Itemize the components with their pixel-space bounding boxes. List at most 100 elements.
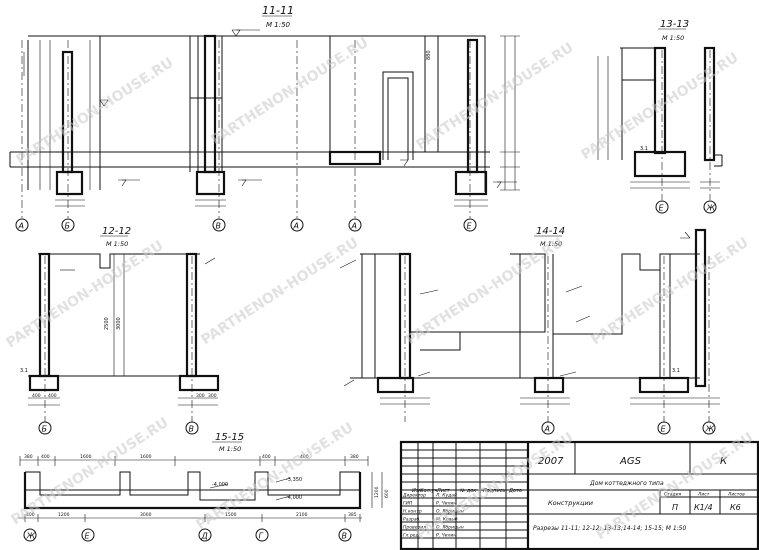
section-12-12: 12-12 М 1:50 2500 3000 3.1 400 400 300 3… <box>20 226 220 435</box>
staff-name: Р. Чилин <box>436 501 456 507</box>
head-stage: Стадия <box>664 492 682 498</box>
section-12-scale: М 1:50 <box>106 240 128 248</box>
staff-role: Гл.ред. <box>403 533 420 539</box>
section-12-title: 12-12 <box>102 226 131 237</box>
sheet-title: Разрезы 11-11; 12-12; 13-13;14-14; 15-15… <box>533 525 686 532</box>
axis-label: В <box>189 425 195 434</box>
staff-name: М. Ковыб <box>436 517 458 523</box>
staff-name: Л. Кудай <box>435 493 457 499</box>
dim-top: 1600 <box>80 454 92 460</box>
axis-label: А <box>293 222 299 231</box>
axis-label: А <box>351 222 357 231</box>
staff-role: Проверил <box>403 525 426 531</box>
col-sign: Подпись <box>483 488 506 494</box>
axis-label: Ж <box>26 532 36 541</box>
stage: П <box>672 503 678 512</box>
axis-label: Е <box>661 425 667 434</box>
sheets-total: К6 <box>730 503 741 512</box>
staff-role: ГИП <box>403 501 413 507</box>
axis-label: Г <box>259 532 264 541</box>
level-15: -4,000 <box>212 482 228 488</box>
head-sheet: Лист <box>697 492 710 498</box>
section-14-scale: М 1:50 <box>540 240 562 248</box>
axis-label: Б <box>65 222 71 231</box>
axis-label: В <box>342 532 348 541</box>
sheet-number: К1/4 <box>694 503 713 512</box>
dim-right: 600 <box>384 489 390 498</box>
axis-label: Д <box>201 532 208 541</box>
level-13: 3.1 <box>640 146 648 152</box>
dim-400: 400 <box>48 393 57 399</box>
staff-name: О. Ябрицын <box>436 525 464 531</box>
dim-2500: 2500 <box>104 317 110 330</box>
staff-role: Директор <box>402 493 426 499</box>
section-14-title: 14-14 <box>536 226 565 237</box>
dim-top: 1600 <box>140 454 152 460</box>
code: К <box>720 456 728 467</box>
watermarks: PARTHENON-HOUSE.RU PARTHENON-HOUSE.RU PA… <box>3 35 756 544</box>
level-12: 3.1 <box>20 368 28 374</box>
watermark: PARTHENON-HOUSE.RU <box>198 235 361 349</box>
col-list: Лист <box>436 488 451 494</box>
watermark: PARTHENON-HOUSE.RU <box>13 55 176 169</box>
dim-bottom: 3000 <box>140 512 152 518</box>
axis-label: В <box>216 222 222 231</box>
dim-bottom: 1500 <box>225 512 237 518</box>
section-15-title: 15-15 <box>215 432 244 443</box>
dim-bottom: 2100 <box>296 512 308 518</box>
level-15: -4,000 <box>286 495 302 501</box>
year: 2007 <box>538 456 564 467</box>
section-15-scale: М 1:50 <box>219 445 241 453</box>
axis-label: Ж <box>705 425 715 434</box>
watermark: PARTHENON-HOUSE.RU <box>578 50 741 164</box>
dim-top: 400 <box>300 454 309 460</box>
dim-bottom: 385 <box>348 512 357 518</box>
watermark: PARTHENON-HOUSE.RU <box>3 238 166 352</box>
section-13-13: 13-13 М 1:50 3.1 Е Ж <box>597 19 723 214</box>
section-11-11: 11-11 М 1:50 <box>9 4 520 232</box>
staff-name: О. Ябрицын <box>436 509 464 515</box>
axis-bubbles-11: А Б В А А Е <box>15 218 477 232</box>
dim-880: 880 <box>426 50 432 60</box>
section-name: Конструкции <box>548 499 593 507</box>
level-14: 3.1 <box>672 368 680 374</box>
axis-label: А <box>18 222 24 231</box>
dim-300: 300 <box>208 393 217 399</box>
axis-label: А <box>544 425 550 434</box>
axis-label: Е <box>659 204 665 213</box>
col-date: Дата <box>508 488 522 494</box>
head-sheets: Листов <box>727 492 745 498</box>
staff-name: Р. Чилин <box>436 533 456 539</box>
title-block: Изм Кол.уч Лист № док Подпись Дата Дирек… <box>399 440 759 550</box>
section-11-title: 11-11 <box>262 4 294 17</box>
section-13-title: 13-13 <box>660 19 689 30</box>
col-kol: Кол.уч <box>420 488 437 494</box>
col-izm: Изм <box>412 488 422 494</box>
axis-label: Е <box>467 222 473 231</box>
section-11-scale: М 1:50 <box>266 21 291 29</box>
dim-300: 300 <box>196 393 205 399</box>
watermark: PARTHENON-HOUSE.RU <box>208 35 371 149</box>
dim-bottom: 400 <box>26 512 35 518</box>
level-15: -3,350 <box>286 477 302 483</box>
staff-role: Н.контр <box>403 509 422 515</box>
dim-3000: 3000 <box>116 317 122 330</box>
section-13-scale: М 1:50 <box>662 34 684 42</box>
watermark: PARTHENON-HOUSE.RU <box>403 235 566 349</box>
dim-right: 1200 <box>374 486 380 498</box>
axis-label: Ж <box>706 204 716 213</box>
section-14-14: 14-14 М 1:50 <box>339 226 720 435</box>
dim-400: 400 <box>32 393 41 399</box>
axis-label: Е <box>85 532 91 541</box>
dim-top: 400 <box>262 454 271 460</box>
dim-top: 380 <box>350 454 359 460</box>
project-name: Дом коттеджного типа <box>589 480 664 487</box>
dim-top: 380 <box>24 454 33 460</box>
staff-role: Разраб. <box>403 517 421 523</box>
col-doc: № док <box>459 488 476 494</box>
dim-top: 400 <box>41 454 50 460</box>
axis-label: Б <box>42 425 48 434</box>
dim-bottom: 1200 <box>58 512 70 518</box>
section-15-15: 15-15 М 1:50 380 400 1600 1600 400 400 3… <box>18 432 390 542</box>
